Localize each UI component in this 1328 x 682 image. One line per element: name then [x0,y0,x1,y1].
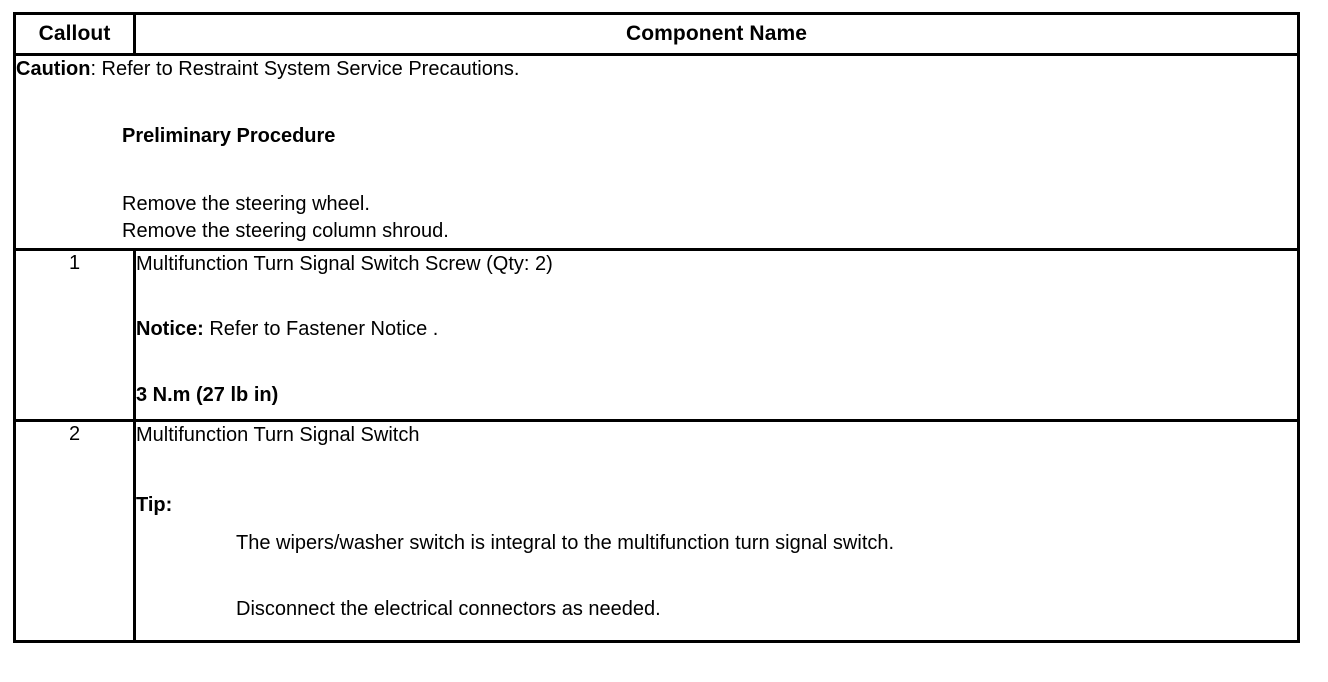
tip-body: The wipers/washer switch is integral to … [236,530,1297,622]
component-callout-table: Callout Component Name Caution: Refer to… [13,12,1300,643]
tip-label: Tip: [136,494,173,516]
caution-label: Caution [16,58,91,80]
torque-specification: 3 N.m (27 lb in) [136,384,279,406]
notice-statement: Notice: Refer to Fastener Notice . [136,316,1297,342]
component-description-cell: Multifunction Turn Signal Switch Tip: Th… [133,419,1300,643]
caution-text: : Refer to Restraint System Service Prec… [90,58,520,80]
table-row: 2 Multifunction Turn Signal Switch Tip: … [13,419,1300,643]
table-row: 1 Multifunction Turn Signal Switch Screw… [13,248,1300,422]
callout-number: 2 [13,419,136,643]
component-description-cell: Multifunction Turn Signal Switch Screw (… [133,248,1300,422]
notice-label: Notice: [136,318,204,340]
header-cell-component-name: Component Name [133,12,1300,56]
preliminary-step: Remove the steering wheel. [122,193,370,215]
caution-statement: Caution: Refer to Restraint System Servi… [16,56,1297,82]
header-label-callout: Callout [38,22,111,45]
component-title: Multifunction Turn Signal Switch Screw (… [136,253,553,275]
preliminary-procedure-steps: Remove the steering wheel. Remove the st… [122,191,1297,245]
notice-text: Refer to Fastener Notice . [203,318,439,340]
header-label-component-name: Component Name [625,22,808,45]
table-header-row: Callout Component Name [13,12,1300,56]
preliminary-procedure-heading: Preliminary Procedure [122,125,336,147]
header-cell-callout: Callout [13,12,136,56]
caution-row: Caution: Refer to Restraint System Servi… [13,53,1300,251]
tip-line: The wipers/washer switch is integral to … [236,532,895,554]
caution-cell: Caution: Refer to Restraint System Servi… [13,53,1300,251]
callout-number: 1 [13,248,136,422]
tip-line: Disconnect the electrical connectors as … [236,598,661,620]
preliminary-step: Remove the steering column shroud. [122,220,449,242]
component-title: Multifunction Turn Signal Switch [136,424,420,446]
